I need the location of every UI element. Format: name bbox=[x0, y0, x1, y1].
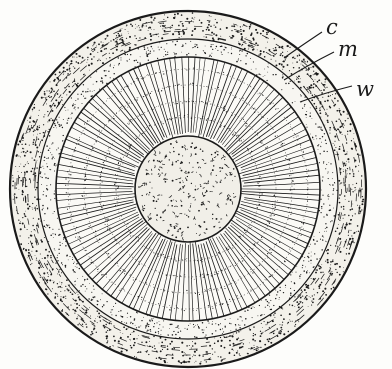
label-m: m bbox=[338, 37, 358, 61]
label-c: c bbox=[326, 15, 338, 39]
pith bbox=[135, 136, 241, 242]
label-w: w bbox=[356, 77, 374, 101]
